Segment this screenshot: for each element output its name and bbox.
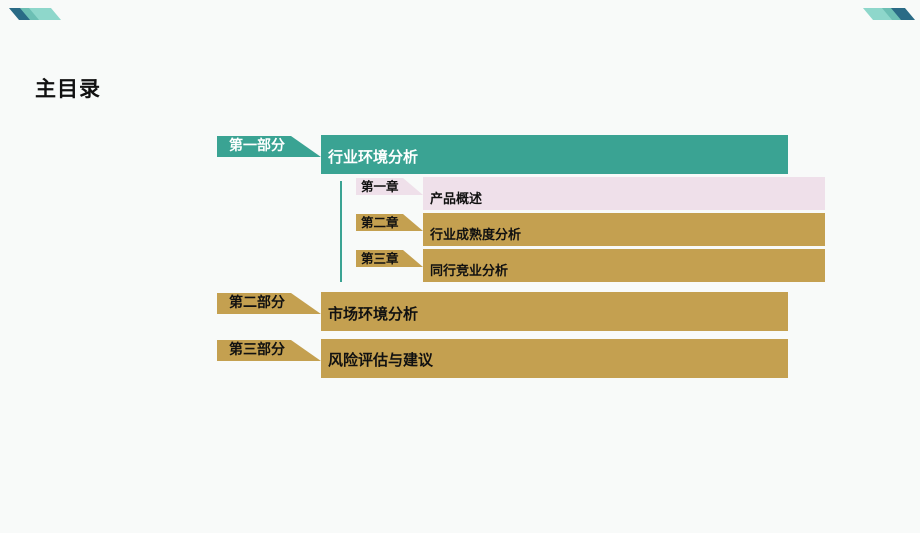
part-1-tag: 第一部分	[217, 136, 321, 157]
part-1-item[interactable]: 行业环境分析	[321, 135, 788, 174]
part-3-item[interactable]: 风险评估与建议	[321, 339, 788, 378]
chapter-3-item[interactable]: 同行竞业分析	[423, 249, 825, 282]
chapter-1-tag: 第一章	[356, 178, 423, 195]
chapter-2-item[interactable]: 行业成熟度分析	[423, 213, 825, 246]
chapter-2-tag: 第二章	[356, 214, 423, 231]
chapter-connector-line	[340, 181, 342, 282]
chapter-3-tag: 第三章	[356, 250, 423, 267]
part-2-item[interactable]: 市场环境分析	[321, 292, 788, 331]
part-2-tag: 第二部分	[217, 293, 321, 314]
page-title: 主目录	[35, 77, 101, 101]
part-3-tag: 第三部分	[217, 340, 321, 361]
corner-decoration-left	[8, 8, 62, 20]
chapter-1-item[interactable]: 产品概述	[423, 177, 825, 210]
corner-decoration-right	[862, 8, 916, 20]
